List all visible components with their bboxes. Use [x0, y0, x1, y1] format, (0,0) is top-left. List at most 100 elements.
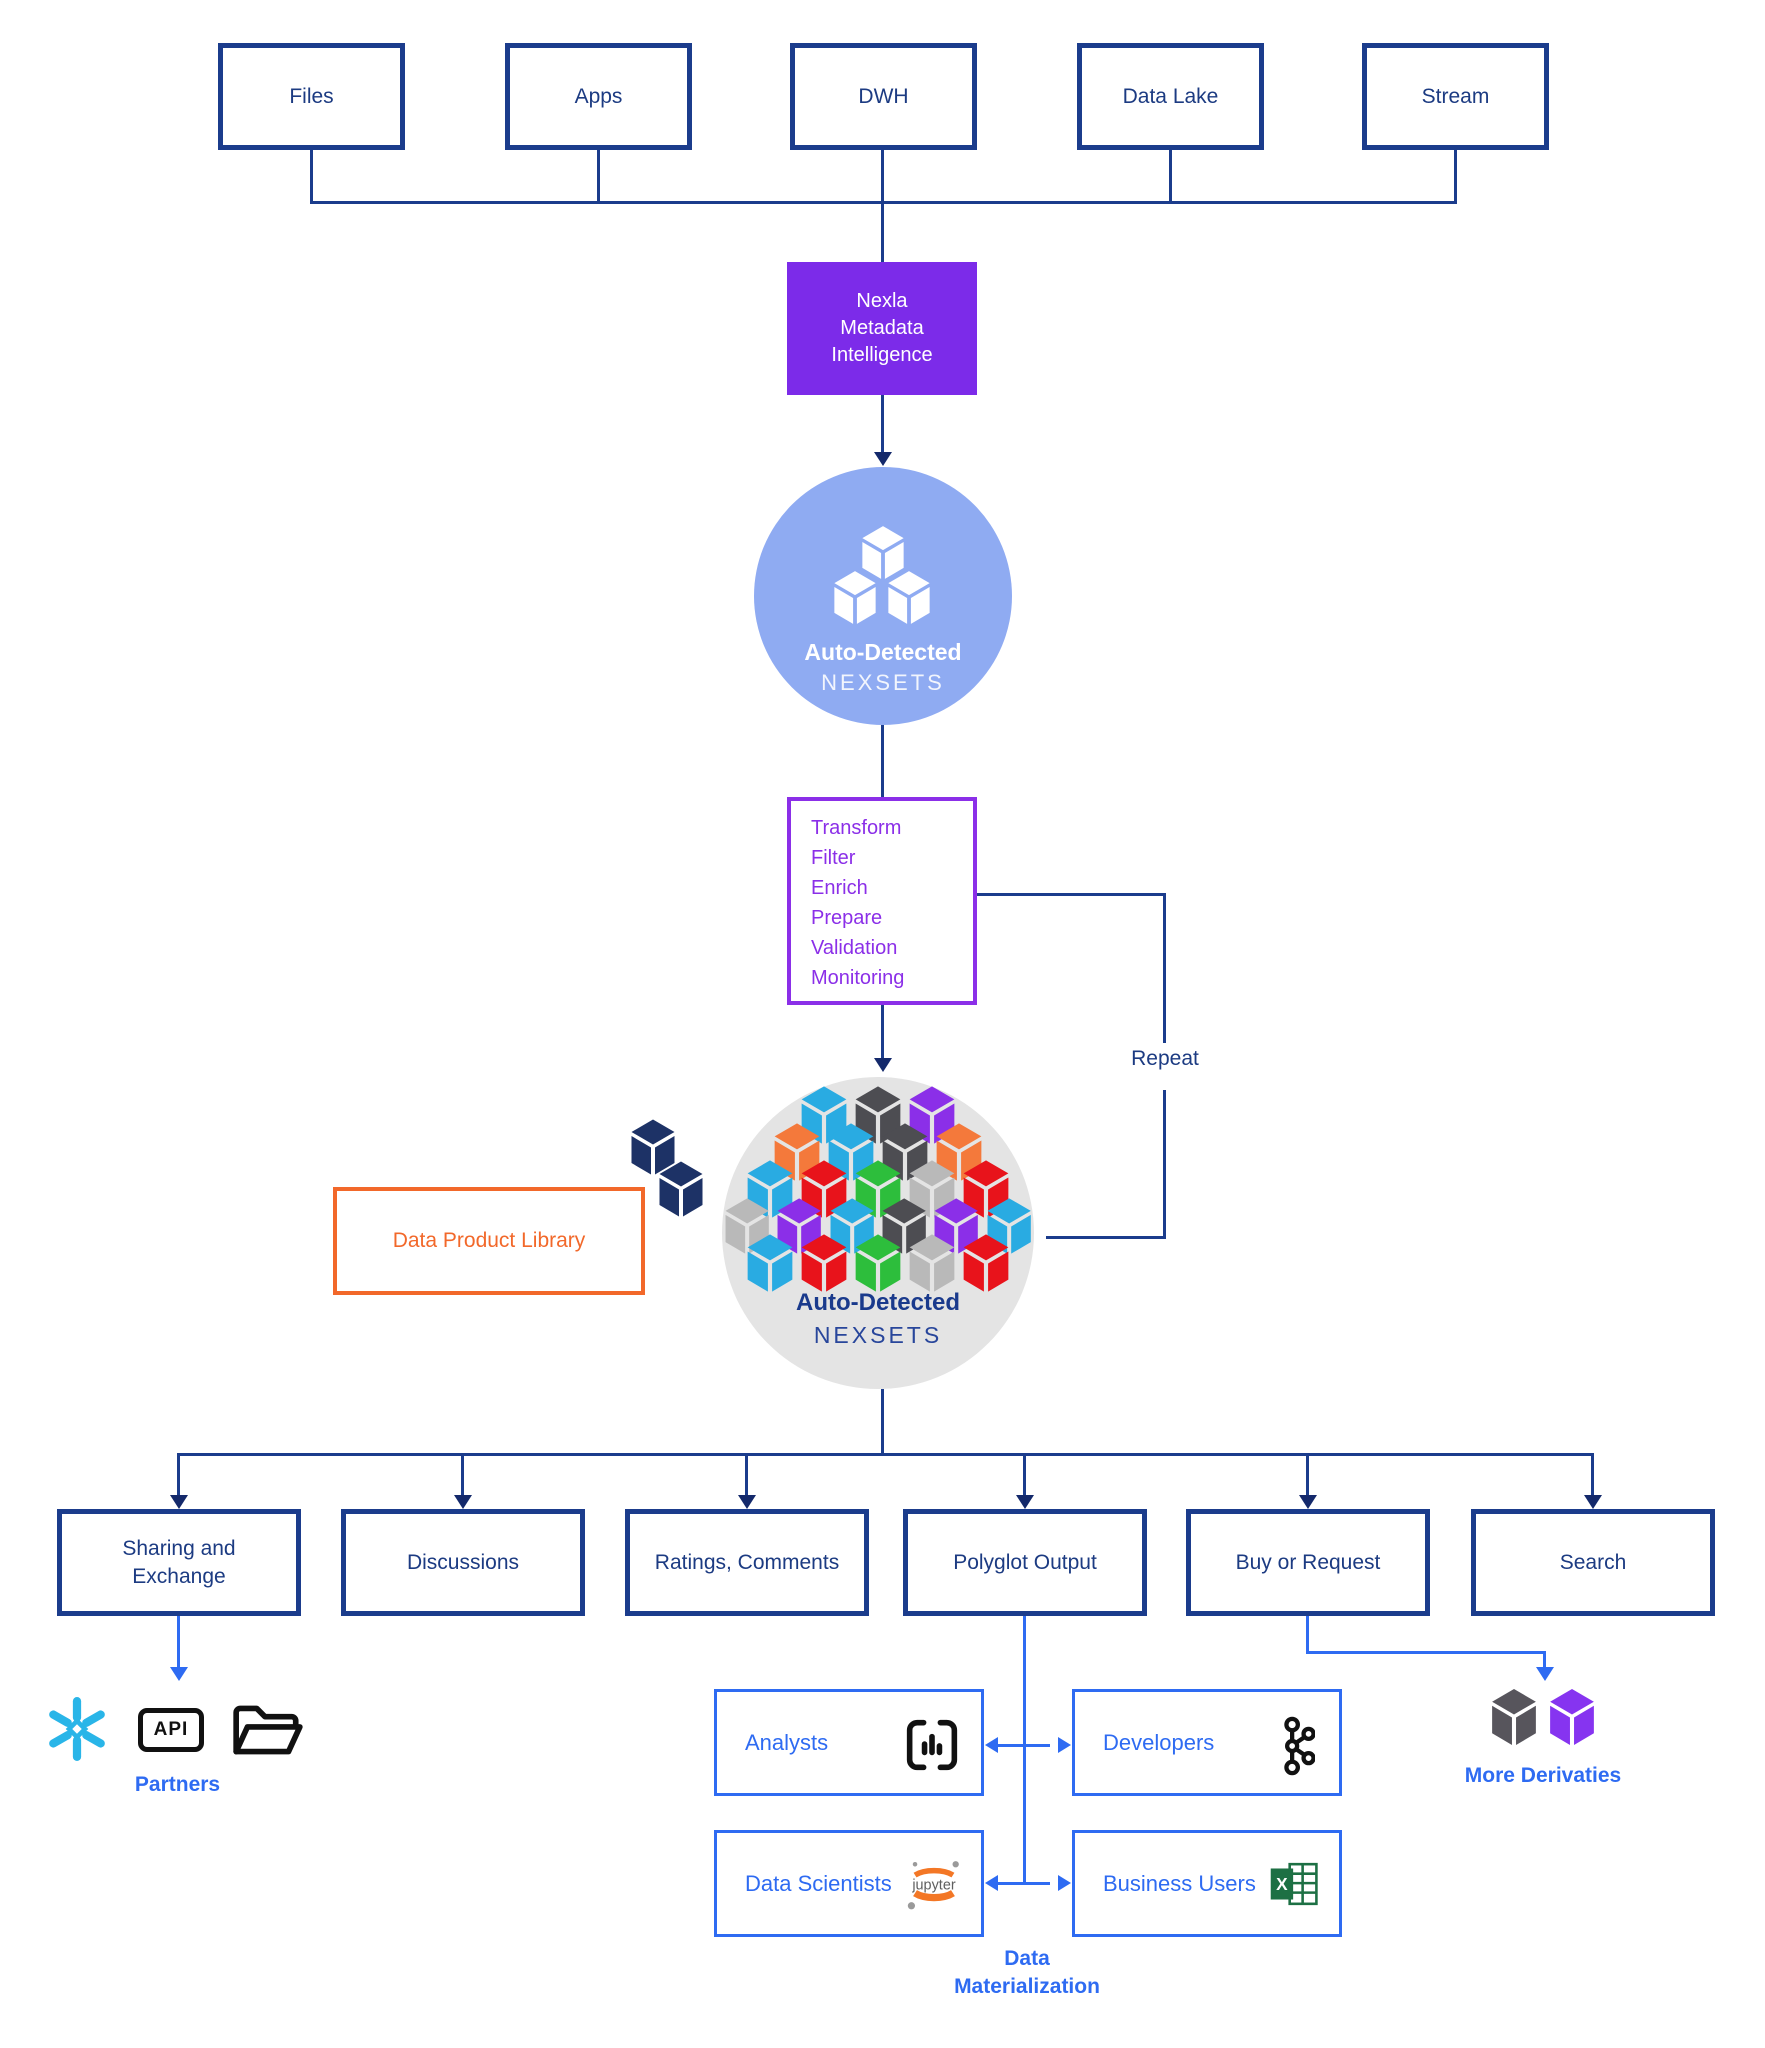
data-product-library-label: Data Product Library: [392, 1229, 586, 1252]
source-box-files: Files: [218, 43, 405, 150]
data-materialization-line: Data: [1004, 1947, 1050, 1970]
consumer-box-business-users: Business Users X: [1072, 1830, 1342, 1937]
source-label: Data Lake: [1122, 84, 1219, 108]
output-box-sharing-exchange: Sharing and Exchange: [57, 1509, 301, 1616]
connector-line: [1591, 1453, 1594, 1497]
consumer-label: Data Scientists: [745, 1870, 892, 1896]
metadata-line: Intelligence: [831, 344, 933, 366]
jupyter-icon: jupyter: [903, 1857, 965, 1919]
output-label: Sharing and Exchange: [122, 1537, 236, 1588]
arrow-down-icon: [1584, 1495, 1602, 1509]
output-label: Buy or Request: [1235, 1550, 1381, 1574]
transform-step: Filter: [811, 847, 856, 869]
more-derivatives-label: More Derivaties: [1464, 1764, 1622, 1787]
consumer-label: Developers: [1103, 1729, 1215, 1755]
arrow-down-icon: [874, 452, 892, 466]
consumer-box-data-scientists: Data Scientists jupyter: [714, 1830, 984, 1937]
source-label: Files: [289, 84, 334, 108]
repeat-label: Repeat: [1131, 1047, 1199, 1070]
output-box-polyglot-output: Polyglot Output: [903, 1509, 1147, 1616]
cube-icon: [852, 1233, 904, 1293]
connector-line: [461, 1453, 464, 1497]
consumer-label: Analysts: [745, 1729, 829, 1755]
cube-cluster-row: [722, 1233, 1034, 1293]
bar-chart-icon: [905, 1718, 959, 1778]
connector-line: [745, 1453, 748, 1497]
connector-line: [881, 725, 884, 797]
connector-line: [881, 150, 884, 264]
output-label: Polyglot Output: [953, 1550, 1097, 1574]
connector-line: [177, 1616, 180, 1669]
arrow-down-icon: [1299, 1495, 1317, 1509]
consumer-box-developers: Developers: [1072, 1689, 1342, 1796]
arrow-left-icon: [985, 1737, 998, 1753]
excel-icon: X: [1269, 1861, 1319, 1913]
source-box-stream: Stream: [1362, 43, 1549, 150]
consumer-label: Business Users: [1103, 1870, 1256, 1896]
snowflake-icon: [44, 1696, 110, 1767]
metadata-line: Metadata: [840, 317, 924, 339]
output-box-search: Search: [1471, 1509, 1715, 1616]
connector-line: [1023, 1616, 1026, 1884]
output-label: Search: [1559, 1550, 1627, 1574]
transform-steps-box: Transform Filter Enrich Prepare Validati…: [787, 797, 977, 1005]
exchange-arrow-line: [998, 1882, 1050, 1885]
transform-step: Enrich: [811, 877, 868, 899]
connector-line: [1023, 1453, 1026, 1497]
arrow-down-icon: [738, 1495, 756, 1509]
repeat-loop-line: [1046, 1236, 1166, 1239]
connector-line: [1454, 150, 1457, 203]
source-box-apps: Apps: [505, 43, 692, 150]
nexsets-subtitle: NEXSETS: [813, 1322, 943, 1348]
arrow-left-icon: [985, 1875, 998, 1891]
source-box-data-lake: Data Lake: [1077, 43, 1264, 150]
metadata-intelligence-box: Nexla Metadata Intelligence: [787, 262, 977, 395]
cube-icon: [960, 1233, 1012, 1293]
arrow-down-icon: [170, 1495, 188, 1509]
repeat-loop-line: [1163, 893, 1166, 1043]
transform-step: Transform: [811, 817, 902, 839]
connector-line: [881, 1005, 884, 1060]
metadata-line: Nexla: [856, 290, 908, 312]
cube-icon: [1546, 1688, 1598, 1746]
connector-line: [310, 150, 313, 203]
jupyter-icon-label: jupyter: [911, 1878, 956, 1894]
output-box-buy-or-request: Buy or Request: [1186, 1509, 1430, 1616]
api-icon-label: API: [153, 1719, 189, 1740]
connector-line: [1306, 1651, 1546, 1654]
output-box-discussions: Discussions: [341, 1509, 585, 1616]
nexsets-title: Auto-Detected: [795, 1289, 960, 1316]
cube-icon: [798, 1233, 850, 1293]
nexsets-subtitle: NEXSETS: [821, 670, 945, 695]
source-box-dwh: DWH: [790, 43, 977, 150]
kafka-icon: [1275, 1716, 1316, 1782]
arrow-down-icon: [1016, 1495, 1034, 1509]
exchange-arrow-line: [998, 1744, 1050, 1747]
arrow-down-icon: [170, 1667, 188, 1681]
cube-icon: [906, 1233, 958, 1293]
repeat-loop-line: [1163, 1090, 1166, 1239]
folder-icon: [230, 1700, 306, 1765]
transform-step: Validation: [811, 937, 898, 959]
source-label: Stream: [1421, 84, 1490, 108]
output-label: Ratings, Comments: [654, 1550, 840, 1574]
excel-icon-label: X: [1276, 1874, 1288, 1894]
consumer-box-analysts: Analysts: [714, 1689, 984, 1796]
cube-icon: [628, 1118, 678, 1176]
connector-line: [1306, 1616, 1309, 1654]
data-materialization-label: Data Materialization: [927, 1945, 1127, 2002]
nexsets-title: Auto-Detected: [804, 639, 962, 665]
connector-line: [1543, 1651, 1546, 1669]
connector-line: [177, 1453, 180, 1497]
arrow-down-icon: [454, 1495, 472, 1509]
cube-icon: [656, 1160, 706, 1218]
cube-icon: [885, 570, 933, 625]
source-label: DWH: [858, 84, 909, 108]
cube-cluster-row: [722, 1159, 1034, 1219]
repeat-loop-line: [977, 893, 1166, 896]
transform-step: Prepare: [811, 907, 883, 929]
cube-icon: [1488, 1688, 1540, 1746]
connector-line: [1169, 150, 1172, 203]
cube-icon: [831, 570, 879, 625]
